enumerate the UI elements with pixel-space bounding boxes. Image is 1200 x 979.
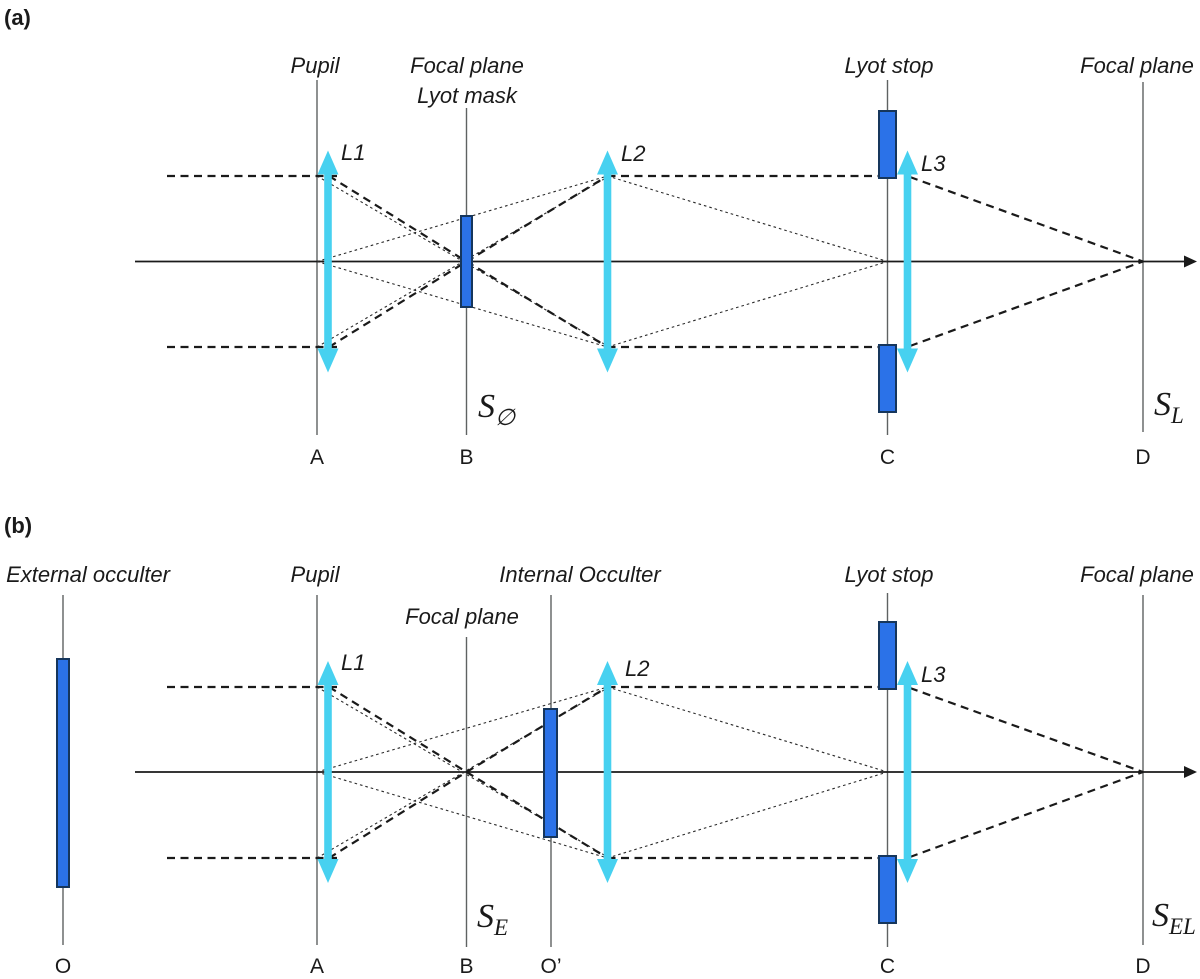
internal-occulter-label: Internal Occulter bbox=[499, 562, 662, 587]
axis-point-b-label-a: B bbox=[459, 446, 473, 469]
lens-l2-b bbox=[597, 661, 618, 883]
lyot-mask-rect bbox=[460, 215, 473, 308]
lens-l3-b bbox=[897, 661, 918, 883]
lyot-stop-label-a: Lyot stop bbox=[845, 53, 934, 78]
lens-l3-a bbox=[897, 150, 918, 373]
pupil-label-b: Pupil bbox=[291, 562, 341, 587]
optical-axis-arrowhead-a bbox=[1184, 255, 1197, 268]
lens-l1-b bbox=[317, 661, 339, 883]
focal-plane-label-a: Focal plane bbox=[1080, 53, 1194, 78]
lyot-stop-bottom-rect-a bbox=[878, 344, 897, 413]
axis-point-a-label-b: A bbox=[310, 955, 324, 978]
focal-plane-label-b-mid: Focal plane bbox=[405, 604, 519, 629]
panel-a: (a) bbox=[4, 5, 1197, 469]
focal-mask-label-line1: Focal plane bbox=[410, 53, 524, 78]
focal-plane-label-b: Focal plane bbox=[1080, 562, 1194, 587]
axis-point-d-label-a: D bbox=[1135, 446, 1150, 469]
panel-a-tag: (a) bbox=[4, 5, 31, 30]
axis-point-d-label-b: D bbox=[1135, 955, 1150, 978]
optical-axis-arrowhead-b bbox=[1184, 766, 1197, 778]
lyot-stop-bottom-rect-b bbox=[878, 855, 897, 924]
pupil-label-a: Pupil bbox=[291, 53, 341, 78]
lens-l1-label-a: L1 bbox=[341, 140, 365, 165]
lyot-stop-label-b: Lyot stop bbox=[845, 562, 934, 587]
external-occulter-rect bbox=[56, 658, 70, 888]
lens-l3-label-a: L3 bbox=[921, 151, 946, 176]
s-mask-symbol: S∅ bbox=[478, 388, 516, 430]
panel-b: (b) bbox=[4, 513, 1197, 978]
lens-l3-label-b: L3 bbox=[921, 662, 946, 687]
internal-occulter-rect bbox=[543, 708, 558, 838]
starlight-rays-b bbox=[167, 685, 1144, 860]
lens-l2-a bbox=[597, 150, 618, 373]
panel-b-tag: (b) bbox=[4, 513, 32, 538]
s-external-lyot-symbol: SEL bbox=[1152, 897, 1196, 939]
axis-point-a-label-a: A bbox=[310, 446, 324, 469]
s-lyot-symbol: SL bbox=[1154, 386, 1184, 428]
lens-l2-label-b: L2 bbox=[625, 656, 649, 681]
starlight-rays-a bbox=[167, 174, 1144, 349]
external-occulter-label: External occulter bbox=[6, 562, 172, 587]
axis-point-c-label-a: C bbox=[880, 446, 895, 469]
lyot-stop-top-rect-a bbox=[878, 110, 897, 179]
lyot-stop-top-rect-b bbox=[878, 621, 897, 690]
axis-point-o-prime-label: O’ bbox=[541, 955, 562, 978]
axis-point-o-label: O bbox=[55, 955, 71, 978]
lens-l1-a bbox=[317, 150, 339, 373]
axis-point-c-label-b: C bbox=[880, 955, 895, 978]
axis-point-b-label-b: B bbox=[459, 955, 473, 978]
focal-mask-label-line2: Lyot mask bbox=[417, 83, 518, 108]
lens-l1-label-b: L1 bbox=[341, 650, 365, 675]
s-external-symbol: SE bbox=[477, 898, 508, 940]
lens-l2-label-a: L2 bbox=[621, 141, 645, 166]
